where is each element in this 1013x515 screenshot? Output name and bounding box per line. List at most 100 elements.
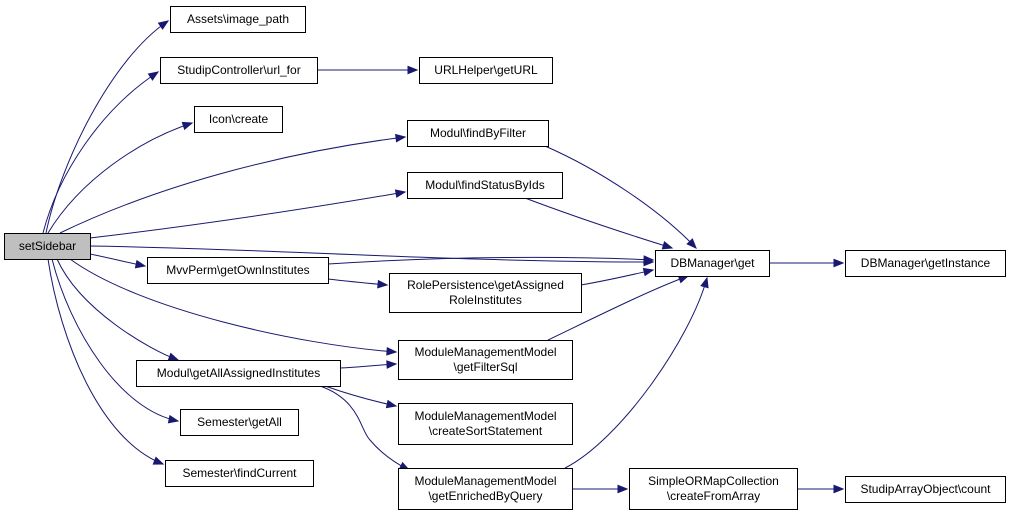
edge-setSidebar-to-icon_create [47,121,194,234]
node-label: \createSortStatement [429,424,543,438]
node-label: RolePersistence\getAssigned [407,278,564,292]
node-getAssignedRoleInstitutes[interactable]: RolePersistence\getAssignedRoleInstitute… [389,273,582,313]
edge-createFromArray-to-count [797,484,845,494]
edge-line [544,145,697,249]
edge-line [56,258,179,361]
edge-findStatusByIds-to-dbget [524,197,674,250]
edge-getEnrichedByQuery-to-dbget [564,276,709,469]
edge-line [89,245,654,263]
edge-findByFilter-to-dbget [544,145,697,249]
node-label: setSidebar [19,239,76,253]
edge-getFilterSql-to-dbget [547,275,690,341]
edge-line [547,275,689,341]
edge-setSidebar-to-findByFilter [59,133,407,234]
arrowhead-semester_getAll [167,414,180,424]
edge-setSidebar-to-getOwnInstitutes [89,253,147,269]
node-box [180,409,299,436]
node-label: Semester\getAll [197,415,282,429]
edge-setSidebar-to-semester_getAll [51,258,180,424]
node-box [419,57,553,84]
node-count[interactable]: StudipArrayObject\count [845,476,1006,503]
node-label: ModuleManagementModel [414,345,556,359]
arrowhead-getFilterSql [386,360,398,369]
node-getAllAssignedInstitutes[interactable]: Modul\getAllAssignedInstitutes [136,360,341,387]
node-getOwnInstitutes[interactable]: MvvPerm\getOwnInstitutes [147,257,329,284]
arrowhead-getFilterSql [386,346,398,356]
node-box [136,360,341,387]
node-box [165,460,314,487]
arrowhead-findByFilter [395,133,407,143]
edge-getOwnInstitutes-to-dbget [327,255,655,265]
arrowhead-dbget [686,238,697,249]
node-findByFilter[interactable]: Modul\findByFilter [407,120,549,147]
node-box [845,250,1006,277]
node-dbget[interactable]: DBManager\get [655,250,770,277]
node-label: Modul\findByFilter [430,126,526,140]
arrowhead-dbget [642,267,655,277]
edge-getAssignedRoleInstitutes-to-dbget [580,267,655,286]
arrowhead-getOwnInstitutes [134,259,147,269]
node-box [845,476,1006,503]
node-box [160,57,318,84]
node-box [407,172,563,199]
node-label: Icon\create [209,112,269,126]
node-label: Modul\getAllAssignedInstitutes [157,366,320,380]
edge-setSidebar-to-findCurrent [47,258,165,465]
edge-setSidebar-to-findStatusByIds [89,189,407,239]
edge-line [324,385,397,407]
arrowhead-findCurrent [152,456,165,465]
edge-line [51,258,179,422]
node-box [147,257,329,284]
node-label: ModuleManagementModel [414,474,556,488]
edge-line [319,385,410,471]
arrowhead-createSortStatement [385,399,398,409]
node-box [194,106,283,133]
node-semester_getAll[interactable]: Semester\getAll [180,409,299,436]
node-icon_create[interactable]: Icon\create [194,106,283,133]
edge-setSidebar-to-image_path [45,20,170,234]
node-box [398,403,573,445]
node-box [407,120,549,147]
edge-line [89,191,406,239]
edge-line [524,197,673,249]
arrowhead-getURL [407,65,419,75]
node-box [655,250,770,277]
edge-line [327,256,654,265]
node-getFilterSql[interactable]: ModuleManagementModel\getFilterSql [398,340,573,380]
node-box [629,468,798,510]
node-label: ModuleManagementModel [414,409,556,423]
arrowhead-dbget [700,276,709,289]
node-findStatusByIds[interactable]: Modul\findStatusByIds [407,172,563,199]
arrowhead-findStatusByIds [394,189,407,198]
node-label: Semester\findCurrent [182,466,297,480]
edge-line [47,122,193,234]
edge-getAllAssignedInstitutes-to-createSortStatement [324,385,398,409]
edge-line [564,277,708,469]
node-getURL[interactable]: URLHelper\getURL [419,57,553,84]
node-getEnrichedByQuery[interactable]: ModuleManagementModel\getEnrichedByQuery [398,468,573,510]
node-label: MvvPerm\getOwnInstitutes [166,263,309,277]
edges-layer [42,20,845,494]
edge-setSidebar-to-url_for [42,71,160,234]
node-getInstance[interactable]: DBManager\getInstance [845,250,1006,277]
node-label: StudipController\url_for [177,63,300,77]
arrowhead-getAssignedRoleInstitutes [377,279,389,289]
node-setSidebar[interactable]: setSidebar [4,233,91,260]
edge-line [47,258,164,465]
node-label: DBManager\getInstance [861,256,991,270]
node-image_path[interactable]: Assets\image_path [170,6,306,33]
node-url_for[interactable]: StudipController\url_for [160,57,318,84]
node-createFromArray[interactable]: SimpleORMapCollection\createFromArray [629,468,798,510]
node-label: Modul\findStatusByIds [425,178,544,192]
arrowhead-icon_create [181,121,194,131]
arrowhead-dbget [661,241,674,250]
node-box [170,6,306,33]
arrowhead-getAllAssignedInstitutes [167,352,180,361]
node-createSortStatement[interactable]: ModuleManagementModel\createSortStatemen… [398,403,573,445]
node-label: DBManager\get [670,256,755,270]
edge-getOwnInstitutes-to-getAssignedRoleInstitutes [327,278,389,289]
node-findCurrent[interactable]: Semester\findCurrent [165,460,314,487]
arrowhead-dbget [643,255,655,264]
edge-dbget-to-getInstance [769,258,845,268]
node-box [4,233,91,260]
